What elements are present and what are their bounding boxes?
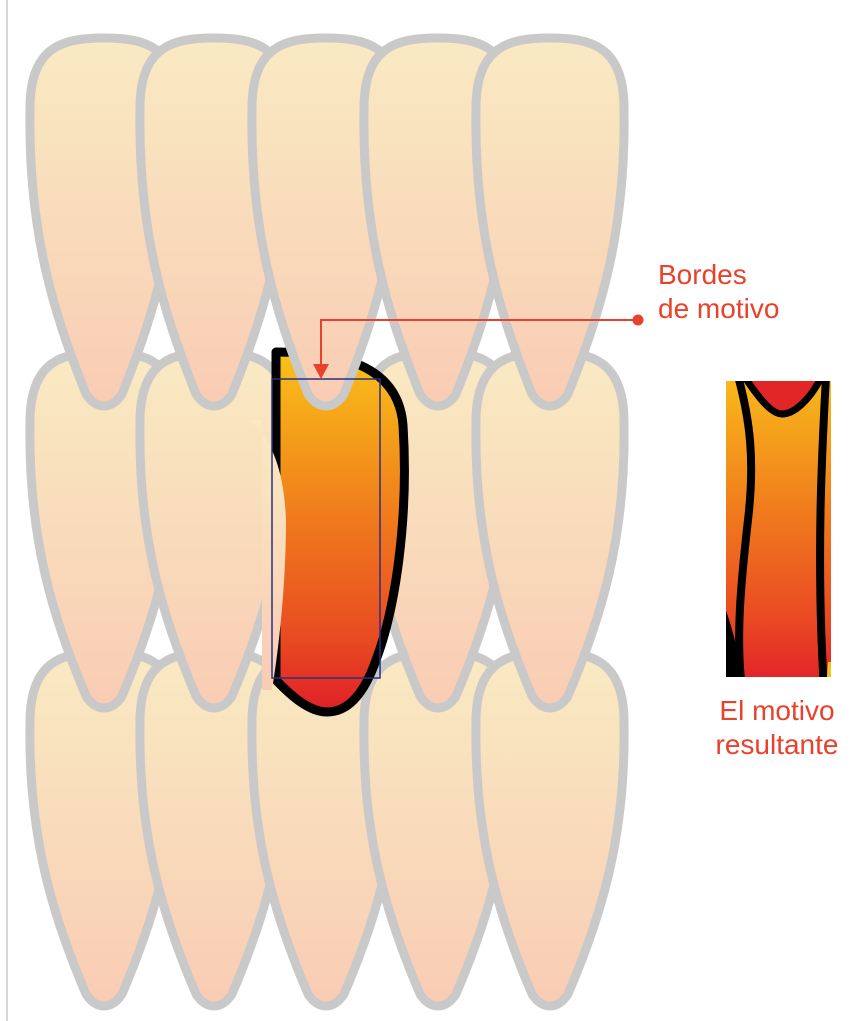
resulting-pattern-label: El motivo resultante (692, 694, 853, 762)
resulting-pattern-tile (722, 376, 836, 690)
pattern-borders-label: Bordes de motivo (658, 258, 779, 326)
highlighted-scale (276, 352, 404, 712)
scale-row-top (30, 38, 624, 406)
resulting-pattern-label-line2: resultante (692, 728, 853, 762)
pattern-borders-label-line1: Bordes (658, 258, 779, 292)
highlighted-scale-shape (276, 352, 404, 712)
scale-top-5 (476, 38, 624, 406)
pattern-borders-label-line2: de motivo (658, 292, 779, 326)
resulting-pattern-label-line1: El motivo (692, 694, 853, 728)
dot-icon (633, 315, 644, 326)
